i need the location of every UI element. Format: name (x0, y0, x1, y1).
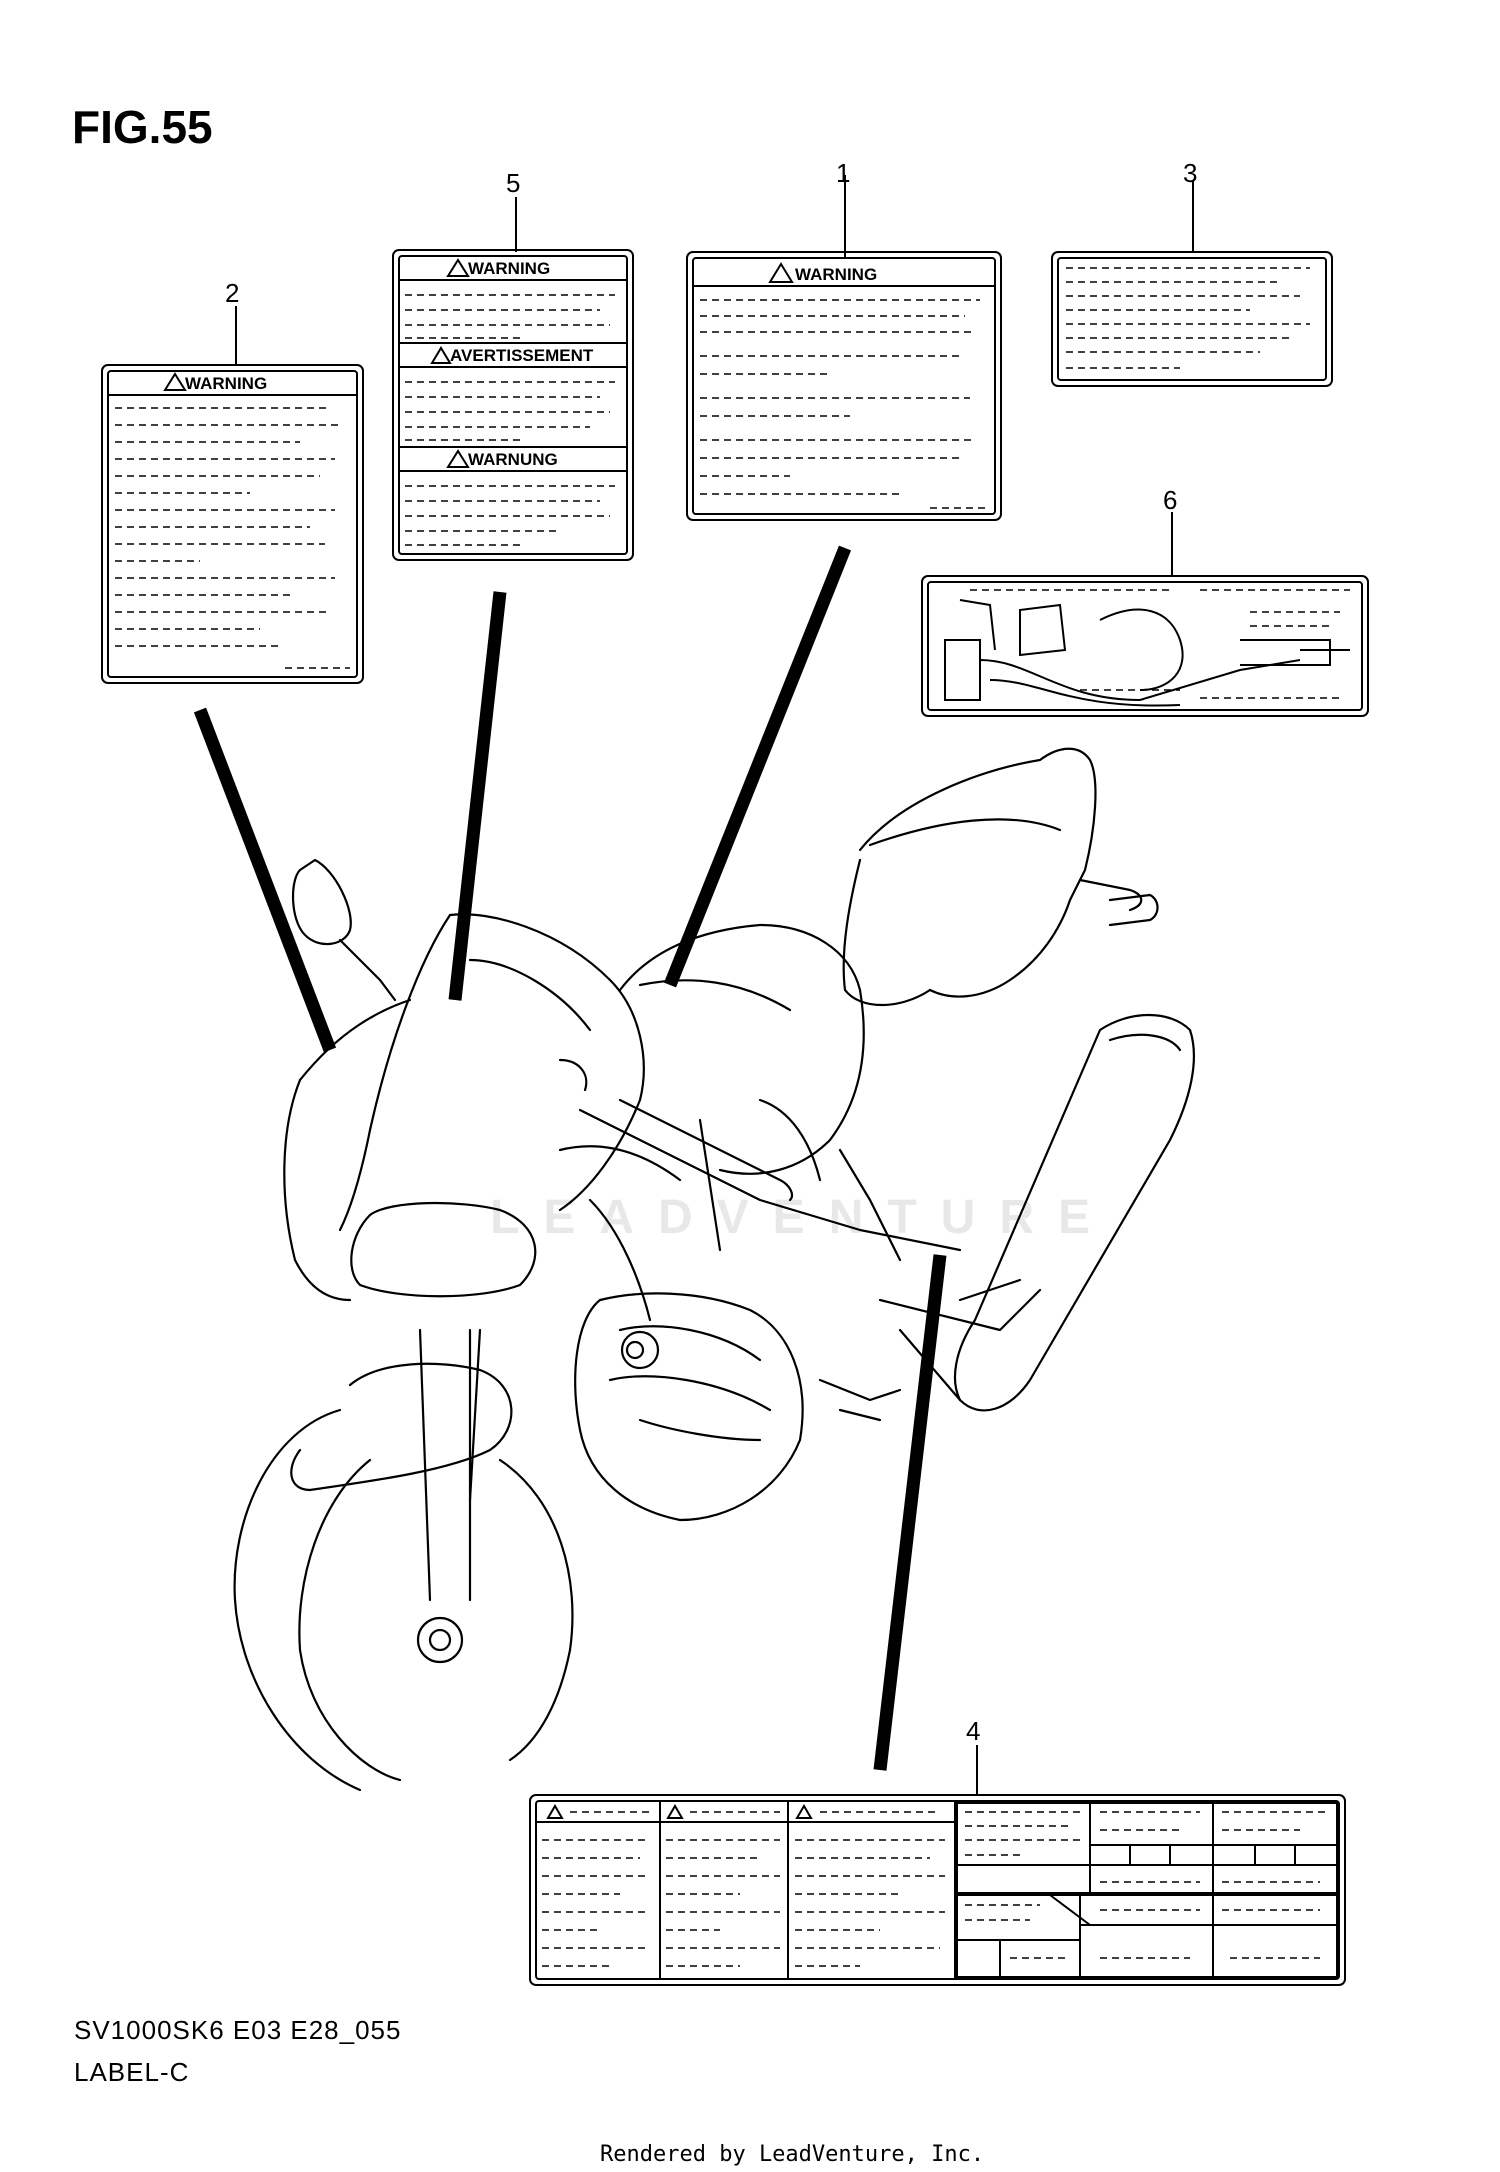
label-5-header-en: WARNING (468, 259, 550, 278)
label-2 (101, 364, 364, 684)
credit-line: Rendered by LeadVenture, Inc. (600, 2142, 985, 2167)
callout-5: 5 (506, 168, 521, 198)
leader-line-4 (873, 1254, 947, 1771)
label-6 (921, 575, 1369, 717)
leader-lines (193, 545, 947, 1771)
label-1-header: WARNING (795, 265, 877, 284)
callout-3: 3 (1183, 158, 1198, 188)
label-5-header-de: WARNUNG (468, 450, 558, 469)
leader-line-1 (663, 545, 852, 988)
label-2-header: WARNING (185, 374, 267, 393)
leader-line-2 (193, 707, 337, 1053)
label-1 (686, 251, 1002, 521)
leader-line-5 (448, 591, 507, 1001)
label-3 (1051, 251, 1333, 387)
figure-title: FIG.55 (72, 101, 213, 153)
motorcycle-drawing (233, 747, 1196, 1792)
label-5 (392, 249, 634, 561)
model-code: SV1000SK6 E03 E28_055 (74, 2015, 402, 2045)
callout-6: 6 (1163, 485, 1178, 515)
label-5-header-fr: AVERTISSEMENT (450, 346, 594, 365)
callout-1: 1 (836, 158, 851, 188)
group-name: LABEL-C (74, 2057, 190, 2087)
callout-4: 4 (966, 1716, 981, 1746)
callout-2: 2 (225, 278, 240, 308)
callout-lines (235, 175, 1194, 1795)
label-4 (529, 1794, 1346, 1986)
